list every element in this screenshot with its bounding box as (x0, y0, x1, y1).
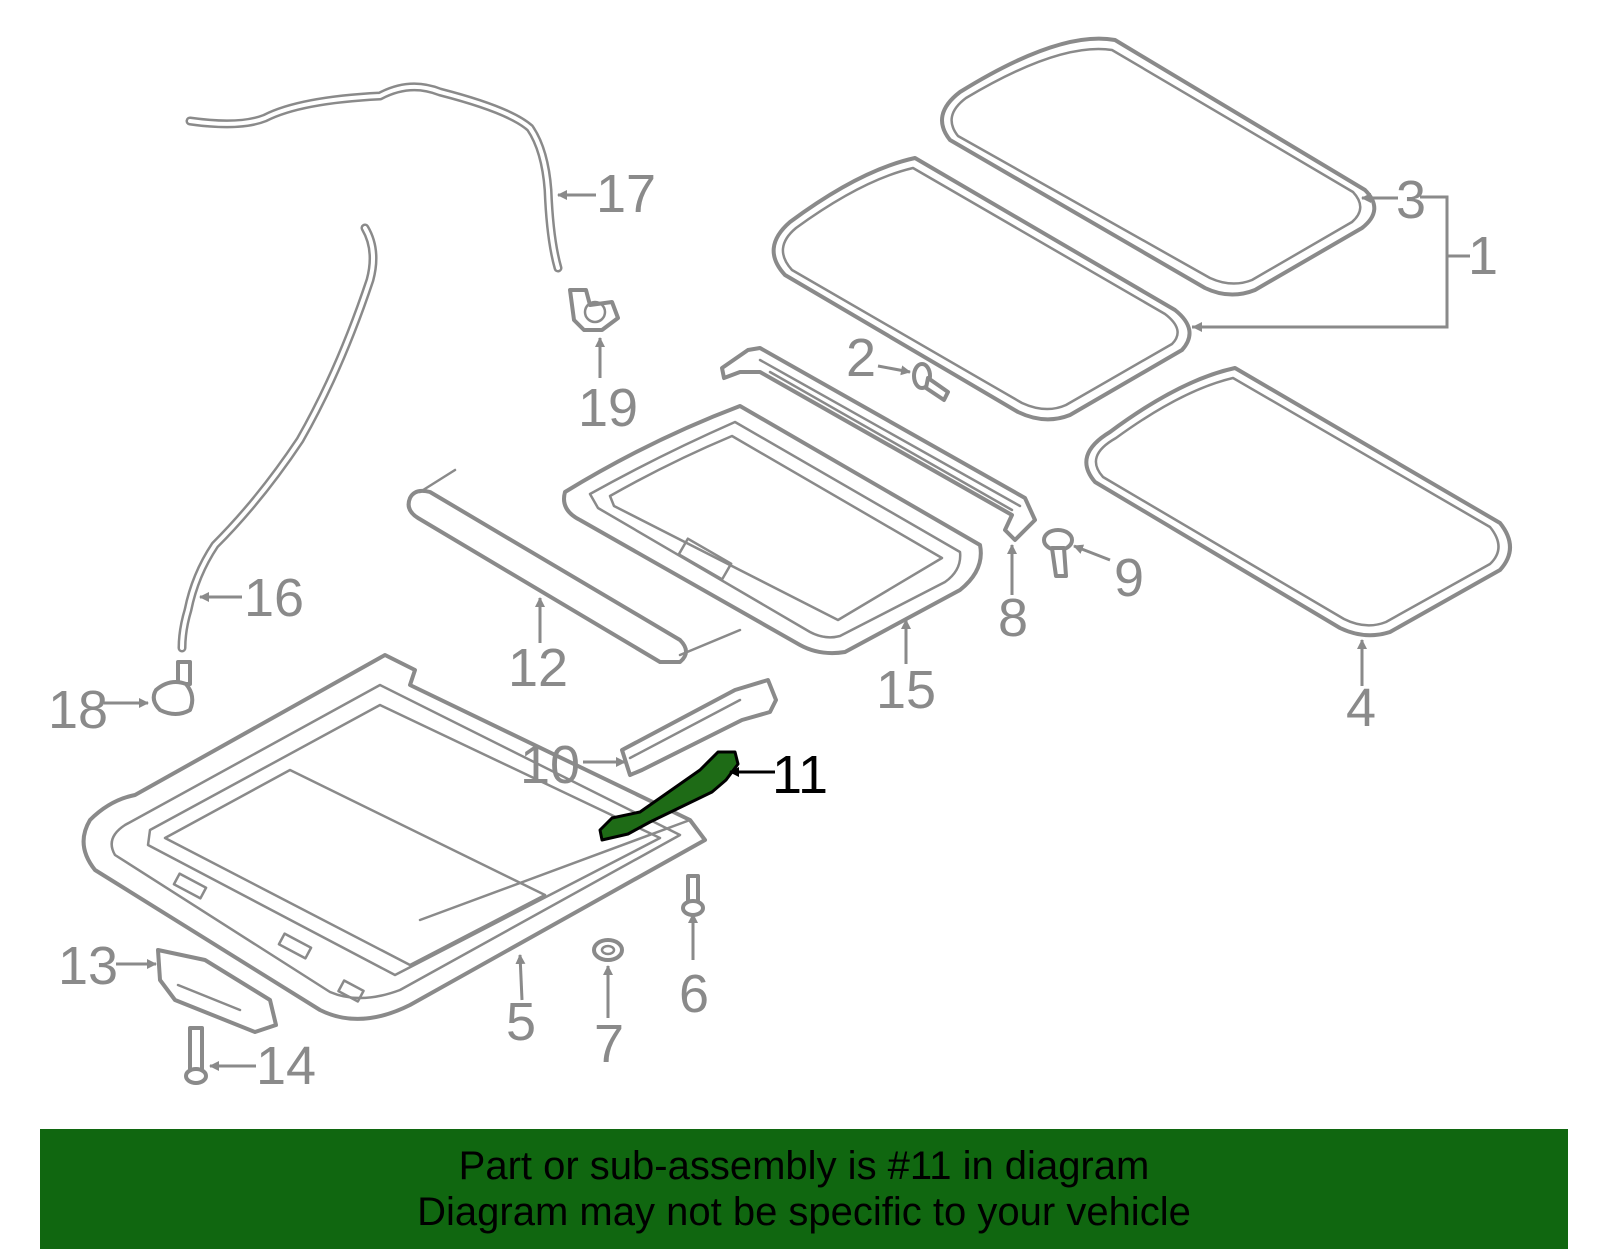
part-5-frame[interactable] (81, 653, 707, 1021)
callout-9: 9 (1114, 548, 1144, 608)
callout-12: 12 (508, 638, 568, 698)
callout-17: 17 (596, 164, 656, 224)
callout-14: 14 (256, 1036, 316, 1096)
part-1-glass-panel[interactable] (771, 156, 1192, 422)
callout-13: 13 (58, 936, 118, 996)
callout-5: 5 (506, 992, 536, 1052)
part-6-bolt[interactable] (681, 874, 705, 917)
callout-6: 6 (679, 964, 709, 1024)
part-11-highlighted-mechanism[interactable] (598, 750, 740, 842)
part-16-drain-hose[interactable] (177, 223, 378, 653)
part-9-screw[interactable] (1042, 528, 1074, 578)
info-banner: Part or sub-assembly is #11 in diagram D… (40, 1129, 1568, 1249)
banner-line-1: Part or sub-assembly is #11 in diagram (458, 1144, 1150, 1188)
part-14-bolt[interactable] (184, 1026, 208, 1085)
part-8-deflector[interactable] (720, 346, 1037, 542)
callout-3: 3 (1396, 170, 1426, 230)
part-12-sunshade[interactable] (406, 468, 742, 664)
callout-1: 1 (1468, 226, 1498, 286)
callout-2: 2 (846, 328, 876, 388)
callout-11: 11 (772, 745, 828, 805)
part-2-bolt[interactable] (912, 362, 950, 402)
leader-lines (104, 190, 1470, 1071)
part-13-motor[interactable] (156, 948, 278, 1034)
part-10-guide-rail[interactable] (620, 678, 778, 777)
callout-18: 18 (48, 680, 108, 740)
part-3-glass-panel[interactable] (940, 36, 1377, 297)
callout-16: 16 (244, 568, 304, 628)
part-19-connector[interactable] (568, 288, 620, 332)
callout-4: 4 (1346, 678, 1376, 738)
part-7-nut[interactable] (592, 938, 624, 962)
part-4-seal[interactable] (1084, 366, 1512, 638)
callout-7: 7 (594, 1014, 624, 1074)
part-15-frame[interactable] (562, 404, 983, 656)
banner-line-2: Diagram may not be specific to your vehi… (417, 1190, 1191, 1234)
part-18-connector[interactable] (151, 660, 195, 716)
callout-19: 19 (578, 378, 638, 438)
callout-8: 8 (998, 588, 1028, 648)
callout-labels: 1 2 3 4 5 6 7 8 9 10 11 12 13 14 15 16 1… (48, 164, 1498, 1096)
part-17-drain-hose[interactable] (185, 82, 563, 273)
callout-10: 10 (520, 735, 580, 795)
callout-15: 15 (876, 660, 936, 720)
